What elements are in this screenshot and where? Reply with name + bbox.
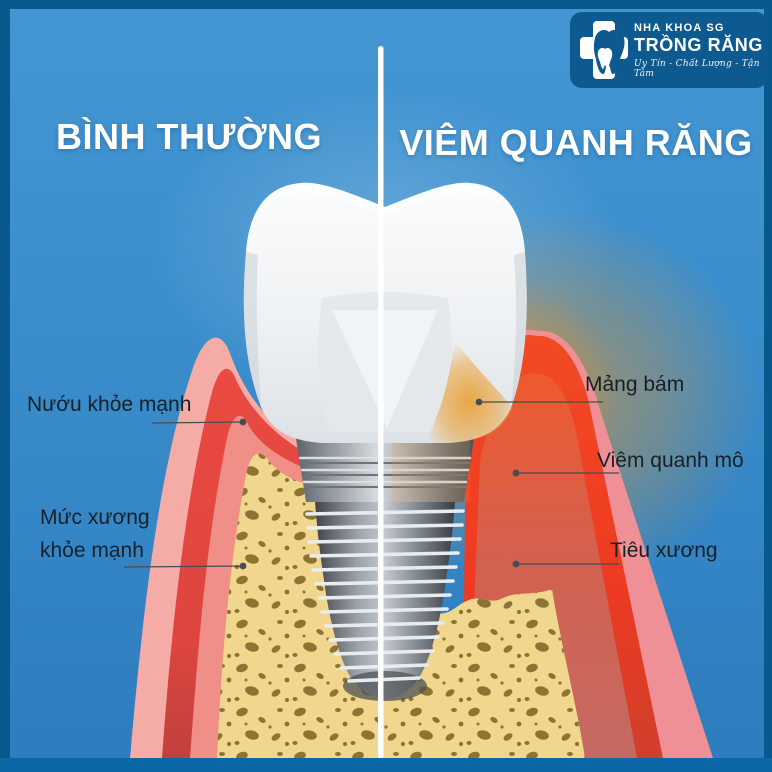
tooth-cross-icon <box>580 21 628 79</box>
label-healthy-bone-line1: Mức xương <box>40 506 150 529</box>
left-panel-title: BÌNH THƯỜNG <box>55 116 323 157</box>
clinic-tagline: Uy Tín - Chất Lượng - Tận Tâm <box>634 58 760 79</box>
annotation-pointers <box>123 398 619 570</box>
label-plaque: Mảng bám <box>585 373 685 396</box>
frame-border-bottom <box>0 758 772 772</box>
clinic-name-main: TRỒNG RĂNG <box>634 34 763 55</box>
center-divider-line <box>378 46 384 758</box>
label-healthy-gum: Nướu khỏe mạnh <box>27 393 192 416</box>
frame-border-top <box>0 0 772 9</box>
plaque-deposit <box>425 340 513 443</box>
clinic-name-top: NHA KHOA SG <box>634 21 725 34</box>
label-healthy-bone: Mức xương khỏe mạnh <box>40 506 150 563</box>
label-tissue-inflammation: Viêm quanh mô <box>597 449 744 472</box>
label-healthy-bone-line2: khỏe mạnh <box>40 539 144 562</box>
implant-threads <box>305 509 465 683</box>
frame-border-right <box>764 0 772 772</box>
right-panel-title: VIÊM QUANH RĂNG <box>399 122 753 163</box>
tooth-crown <box>243 182 527 443</box>
clinic-logo: NHA KHOA SG TRỒNG RĂNG Uy Tín - Chất Lượ… <box>570 12 768 88</box>
label-bone-loss: Tiêu xương <box>610 539 718 562</box>
frame-border-left <box>0 0 10 772</box>
